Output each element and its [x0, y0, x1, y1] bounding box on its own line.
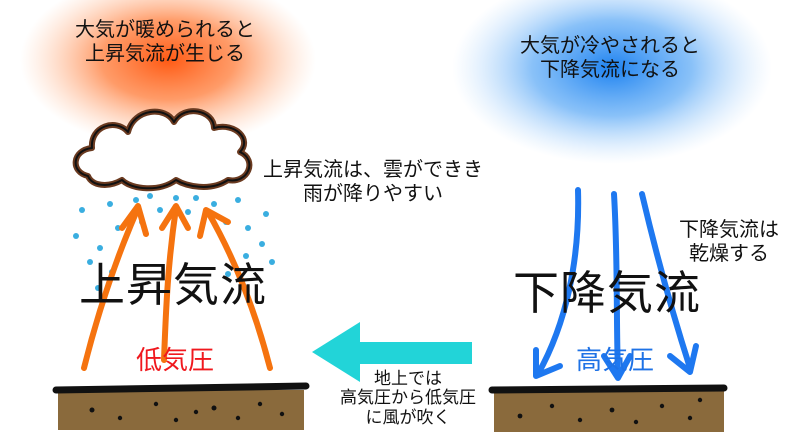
cool-air-caption: 大気が冷やされると 下降気流になる	[520, 33, 700, 81]
updraft-arrows	[81, 203, 273, 371]
low-pressure-label: 低気圧	[135, 346, 214, 376]
updraft-arrow-right	[205, 209, 273, 371]
downdraft-arrow-left	[535, 187, 582, 377]
downdraft-arrow-right	[639, 191, 693, 371]
downdraft-arrows	[533, 187, 699, 381]
surface-wind-note: 地上では 高気圧から低気圧 に風が吹く	[340, 369, 476, 428]
warm-air-caption: 大気が暖められると 上昇気流が生じる	[75, 17, 255, 65]
downdraft-arrow-center	[611, 191, 621, 377]
updraft-label: 上昇気流	[79, 258, 267, 312]
ground-left	[52, 382, 310, 430]
cloud-icon	[72, 108, 253, 192]
cool-air-glow	[452, 0, 772, 164]
warm-air-glow	[20, 0, 316, 148]
high-pressure-label: 高気圧	[575, 346, 654, 376]
wind-arrow	[312, 322, 472, 382]
updraft-arrow-left	[81, 205, 141, 371]
updraft-cloud-note: 上昇気流は、雲ができき 雨が降りやすい	[263, 157, 483, 205]
updraft-arrow-center	[161, 205, 179, 363]
downdraft-label: 下降気流	[513, 266, 701, 320]
downdraft-dry-note: 下降気流は 乾燥する	[679, 217, 779, 265]
ground-right	[488, 384, 728, 432]
